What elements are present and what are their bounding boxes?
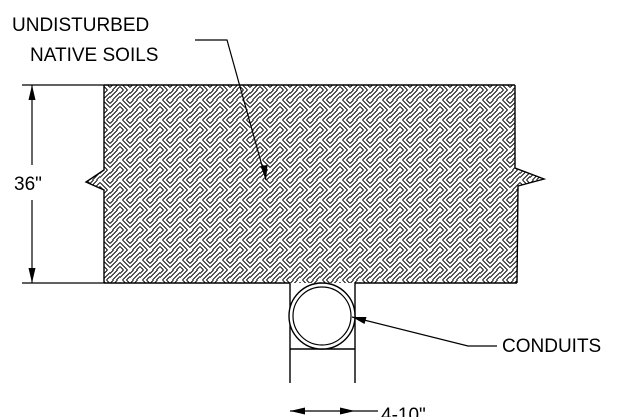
soil-label-line1: UNDISTURBED	[12, 15, 149, 36]
soil-label-line2: NATIVE SOILS	[30, 45, 158, 66]
right-break-line	[514, 85, 547, 284]
conduits-label: CONDUITS	[502, 336, 601, 357]
left-break-line	[84, 85, 105, 283]
conduit-icon	[288, 282, 356, 350]
native-soil-block	[84, 84, 547, 284]
soil-leader	[195, 39, 268, 181]
depth-dimension	[22, 84, 104, 284]
conduits-leader	[351, 316, 497, 347]
width-label: 4-10"	[381, 405, 426, 417]
width-dimension	[290, 407, 378, 415]
depth-label: 36"	[14, 174, 42, 195]
